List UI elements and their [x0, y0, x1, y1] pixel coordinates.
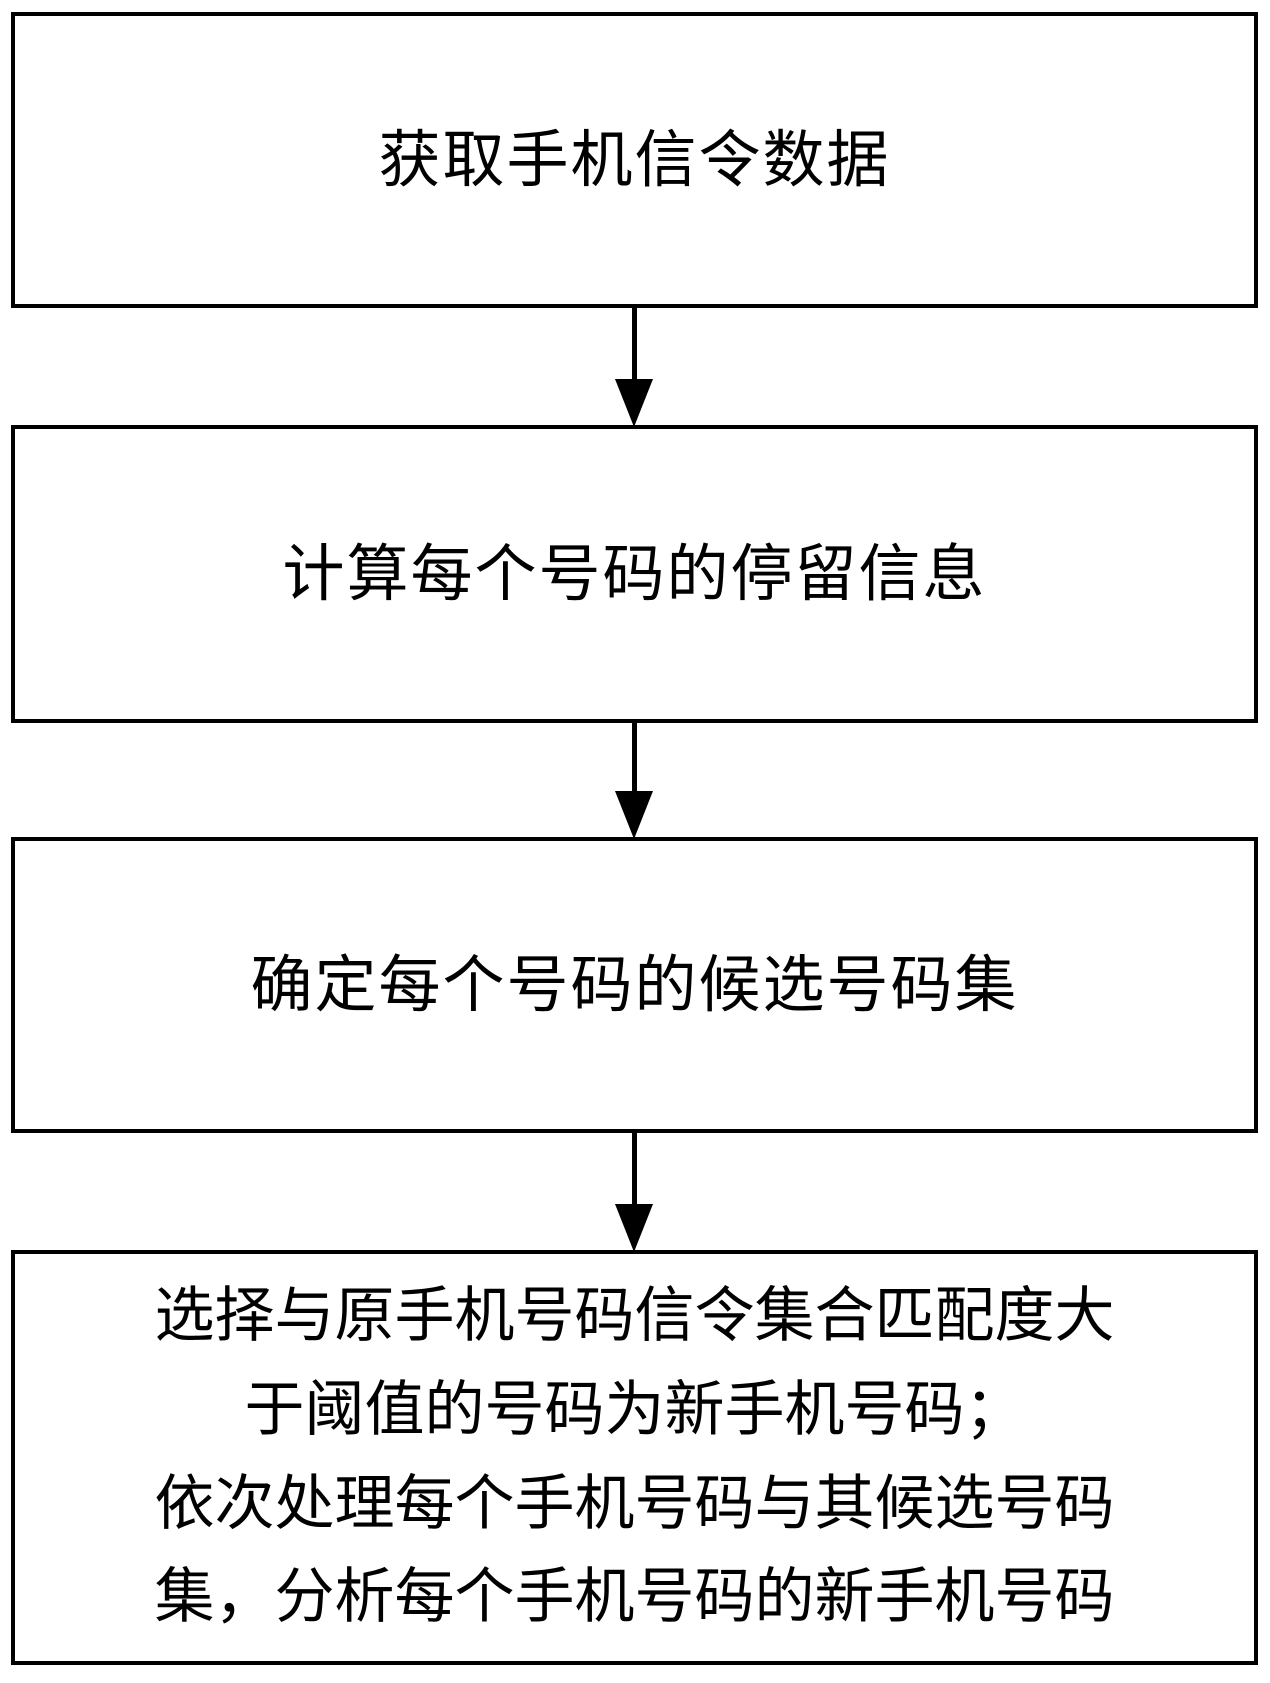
arrow-head-down-icon: [615, 791, 653, 839]
arrow-head-down-icon: [615, 379, 653, 427]
flowchart-node-step-1: 获取手机信令数据: [11, 12, 1258, 308]
arrow-stem: [632, 306, 637, 381]
arrow-stem: [632, 1131, 637, 1206]
flowchart-node-step-3: 确定每个号码的候选号码集: [11, 837, 1258, 1133]
flowchart-arrow-1: [615, 306, 653, 427]
arrow-head-down-icon: [615, 1204, 653, 1252]
flowchart-node-step-4-label: 选择与原手机号码信令集合匹配度大 于阈值的号码为新手机号码； 依次处理每个手机号…: [154, 1281, 1115, 1633]
flowchart-arrow-2: [615, 721, 653, 839]
flowchart-node-step-3-label: 确定每个号码的候选号码集: [250, 948, 1019, 1022]
flowchart-node-step-4: 选择与原手机号码信令集合匹配度大 于阈值的号码为新手机号码； 依次处理每个手机号…: [11, 1250, 1258, 1665]
flowchart-node-step-1-label: 获取手机信令数据: [378, 123, 891, 197]
flowchart-node-step-2: 计算每个号码的停留信息: [11, 425, 1258, 723]
arrow-stem: [632, 721, 637, 793]
flowchart-arrow-3: [615, 1131, 653, 1252]
flowchart-node-step-2-label: 计算每个号码的停留信息: [282, 537, 987, 611]
